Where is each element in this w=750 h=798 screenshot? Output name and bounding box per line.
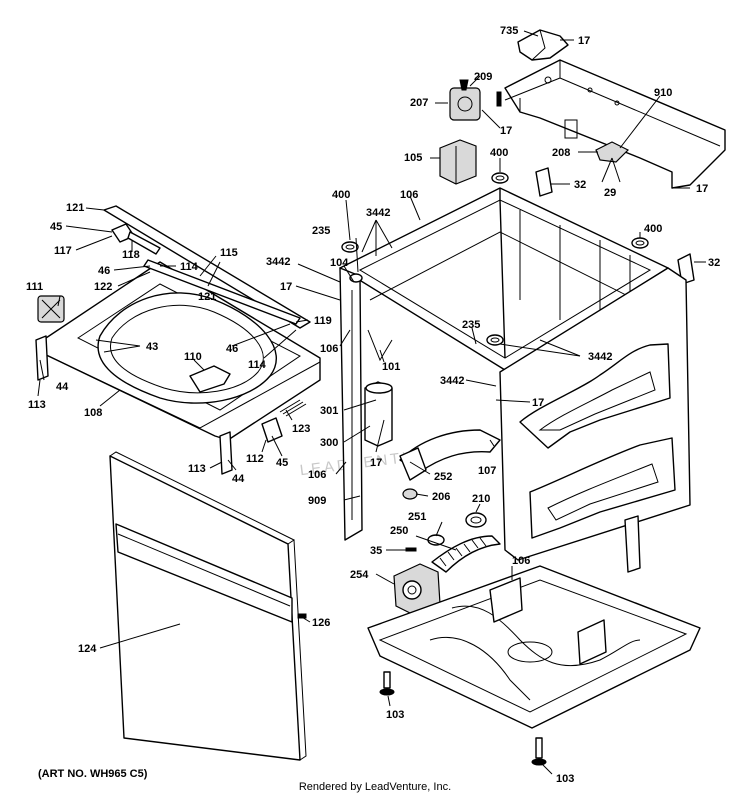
callout-label: 106 [320,343,338,355]
front-panel-group [109,451,307,761]
control-panel-group [439,29,726,285]
callout-label: 206 [432,491,450,503]
callout-label: 235 [462,319,480,331]
callout-label: 108 [84,407,102,419]
art-number: (ART NO. WH965 C5) [38,768,148,780]
callout-label: 209 [474,71,492,83]
callout-label: 32 [574,179,586,191]
callout-label: 113 [188,463,206,475]
callout-label: 17 [280,281,292,293]
callout-label: 32 [708,257,720,269]
callout-label: 43 [146,341,158,353]
callout-label: 105 [404,152,422,164]
leader-lines [37,30,706,775]
callout-label: 114 [180,261,199,273]
render-credit: Rendered by LeadVenture, Inc. [298,781,452,793]
callout-label: 104 [330,257,349,269]
callout-label: 3442 [588,351,612,363]
callout-label: 35 [370,545,382,557]
callout-label: 210 [472,493,490,505]
callout-label: 103 [386,709,404,721]
callout-label: 17 [696,183,708,195]
callout-label: 121 [66,202,84,214]
callout-label: 114 [248,359,267,371]
callout-label: 46 [98,265,110,277]
callout-label: 207 [410,97,428,109]
callout-label: 126 [312,617,330,629]
callout-label: 45 [276,457,288,469]
callout-label: 44 [56,381,69,393]
callout-label: 252 [434,471,452,483]
callout-label: 122 [94,281,112,293]
callout-label: 107 [478,465,496,477]
callout-label: 235 [312,225,330,237]
callout-label: 111 [26,281,43,293]
callout-label: 106 [400,189,418,201]
pump-group [393,512,501,617]
callout-label: 301 [320,405,338,417]
callout-label: 208 [552,147,570,159]
callout-label: 3442 [366,207,390,219]
callout-label: 17 [500,125,512,137]
callout-labels: 735 17 209 207 17 910 105 400 208 29 17 … [26,25,720,785]
callout-label: 124 [78,643,97,655]
callout-label: 123 [292,423,310,435]
callout-label: 3442 [266,256,290,268]
callout-label: 110 [184,351,202,363]
callout-label: 3442 [440,375,464,387]
callout-label: 17 [370,457,382,469]
callout-label: 112 [246,453,264,465]
callout-label: 103 [556,773,574,785]
callout-label: 250 [390,525,408,537]
callout-label: 400 [644,223,662,235]
callout-label: 17 [578,35,590,47]
callout-label: 117 [54,245,72,257]
callout-label: 400 [490,147,508,159]
callout-label: 44 [232,473,245,485]
callout-label: 29 [604,187,616,199]
callout-label: 113 [28,399,46,411]
callout-label: 735 [500,25,518,37]
callout-label: 251 [408,511,426,523]
base-group [367,565,701,766]
top-cover-group [35,205,321,475]
callout-label: 118 [122,249,140,261]
callout-label: 115 [220,247,238,259]
cabinet-group [339,187,691,573]
callout-label: 119 [314,315,332,327]
callout-label: 101 [382,361,400,373]
callout-label: 910 [654,87,672,99]
callout-label: 45 [50,221,62,233]
callout-label: 300 [320,437,338,449]
callout-label: 106 [512,555,530,567]
callout-label: 17 [532,397,544,409]
callout-label: 106 [308,469,326,481]
callout-label: 254 [350,569,369,581]
callout-label: 46 [226,343,238,355]
callout-label: 121 [198,291,216,303]
callout-label: 400 [332,189,350,201]
callout-label: 909 [308,495,326,507]
